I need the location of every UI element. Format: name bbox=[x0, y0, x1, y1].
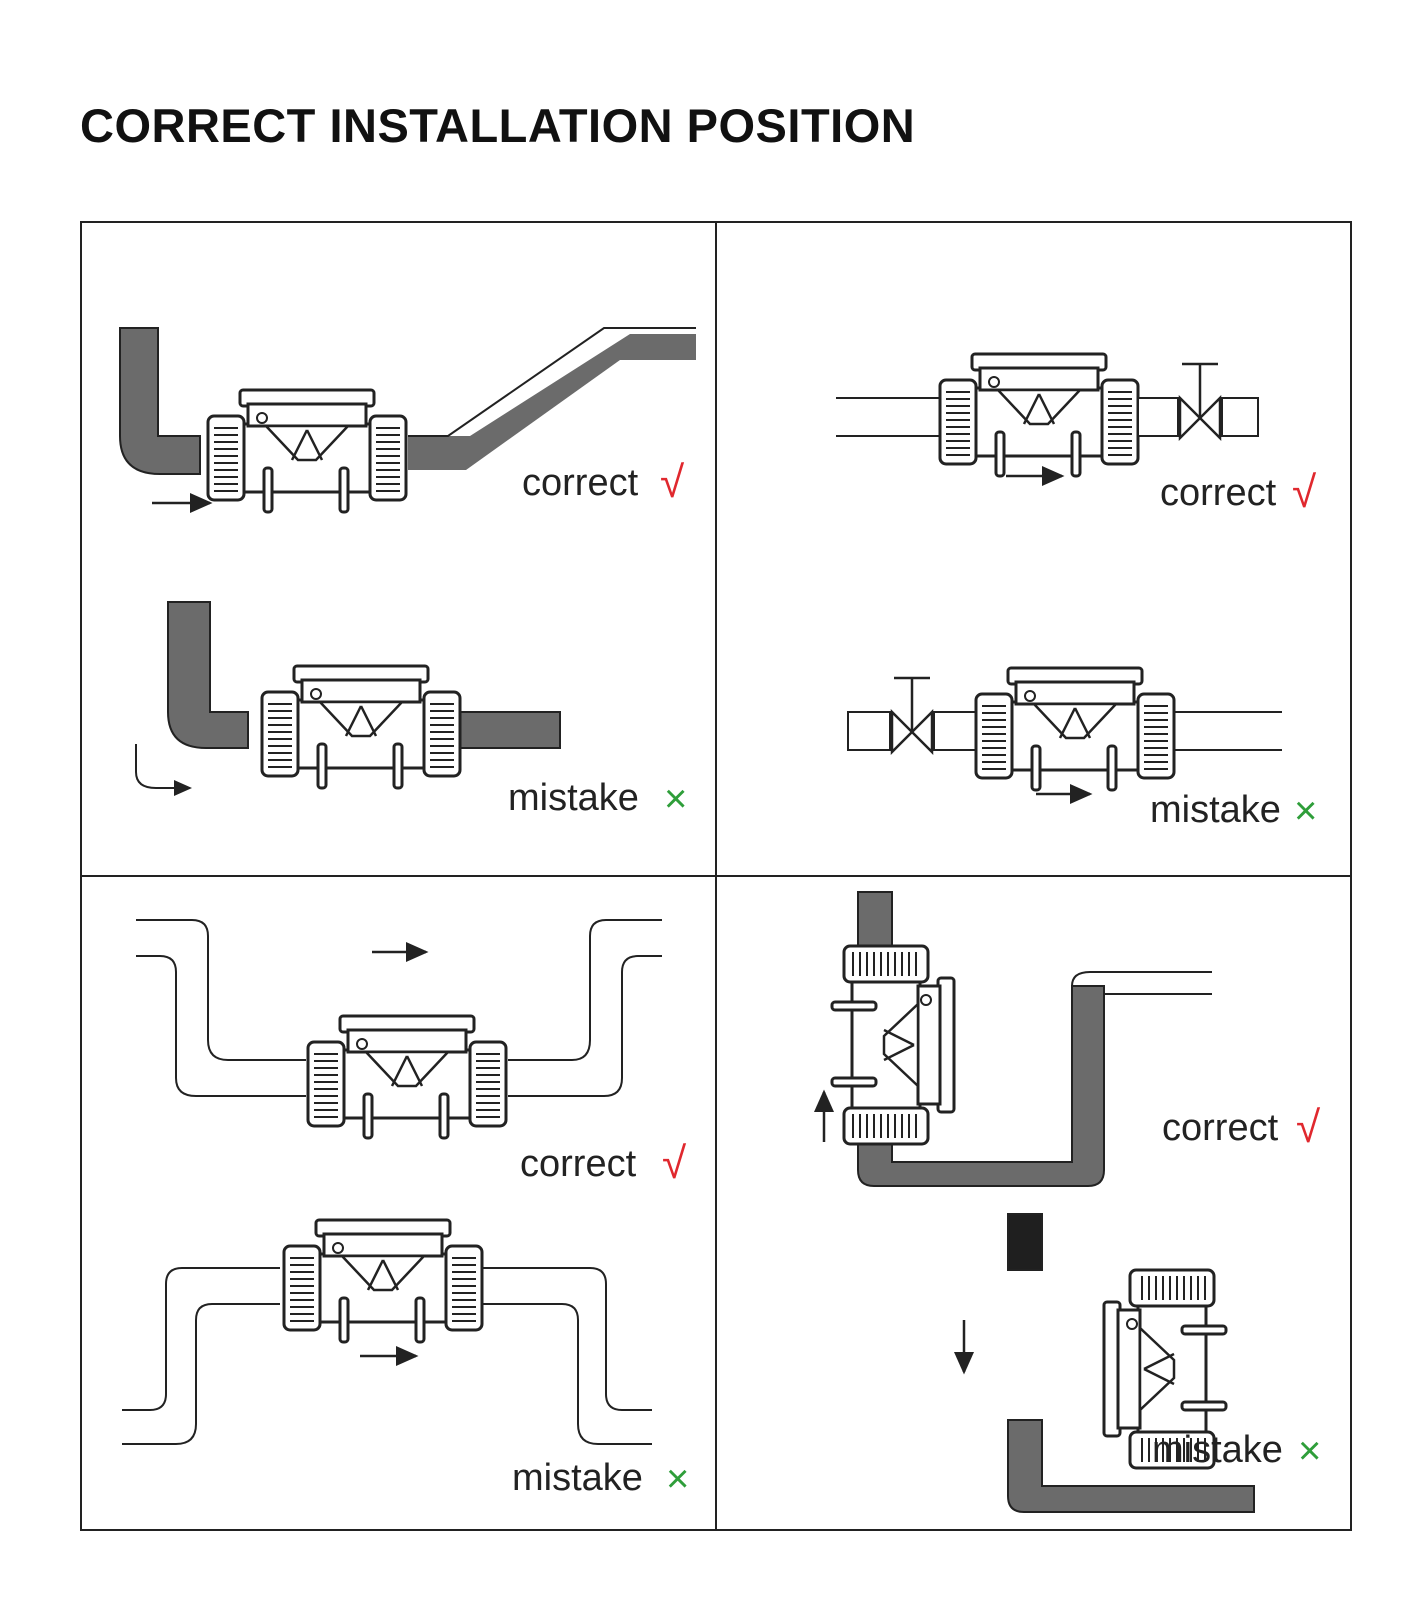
cross-mark-icon: × bbox=[666, 1457, 689, 1501]
panel-3-mistake-diagram: mistake × bbox=[122, 1218, 689, 1501]
panel-1-mistake-label: mistake bbox=[508, 777, 639, 819]
panel-3-mistake-label: mistake bbox=[512, 1457, 643, 1499]
panel-2-mistake-label: mistake bbox=[1150, 789, 1281, 831]
panel-1-mistake-diagram: mistake × bbox=[135, 601, 687, 821]
panel-1-correct-label: correct bbox=[522, 462, 639, 504]
panel-2: correct √ mistake × bbox=[836, 352, 1317, 833]
cross-mark-icon: × bbox=[664, 777, 687, 821]
flow-meter-icon bbox=[938, 352, 1140, 478]
valve-icon bbox=[1178, 362, 1222, 440]
check-mark-icon: √ bbox=[1292, 468, 1317, 517]
check-mark-icon: √ bbox=[1296, 1103, 1321, 1152]
flow-meter-icon bbox=[974, 666, 1176, 792]
panel-4-correct-label: correct bbox=[1162, 1107, 1279, 1149]
panel-2-mistake-diagram: mistake × bbox=[847, 666, 1317, 833]
flow-meter-icon bbox=[830, 944, 956, 1146]
panel-3-correct-diagram: correct √ bbox=[136, 919, 687, 1188]
panel-4-correct-diagram: correct √ bbox=[814, 891, 1321, 1187]
panel-4: correct √ mistake × bbox=[814, 891, 1321, 1513]
check-mark-icon: √ bbox=[660, 458, 685, 507]
valve-icon bbox=[890, 676, 934, 754]
arrow-icon bbox=[135, 744, 192, 796]
panel-1-correct-diagram: correct √ bbox=[119, 327, 696, 514]
panel-2-correct-label: correct bbox=[1160, 472, 1277, 514]
panel-4-mistake-label: mistake bbox=[1152, 1429, 1283, 1471]
panel-4-mistake-diagram: mistake × bbox=[954, 1213, 1321, 1513]
cross-mark-icon: × bbox=[1294, 789, 1317, 833]
panel-1: correct √ mistake × bbox=[119, 327, 696, 821]
panel-3: correct √ mistake × bbox=[122, 919, 689, 1501]
flow-meter-icon bbox=[260, 664, 462, 790]
cross-mark-icon: × bbox=[1298, 1429, 1321, 1473]
flow-meter-icon bbox=[306, 1014, 508, 1140]
flow-meter-icon bbox=[206, 388, 408, 514]
panel-3-correct-label: correct bbox=[520, 1143, 637, 1185]
check-mark-icon: √ bbox=[662, 1139, 687, 1188]
flow-meter-icon bbox=[282, 1218, 484, 1344]
page-title: CORRECT INSTALLATION POSITION bbox=[80, 99, 916, 152]
panel-2-correct-diagram: correct √ bbox=[836, 352, 1317, 517]
